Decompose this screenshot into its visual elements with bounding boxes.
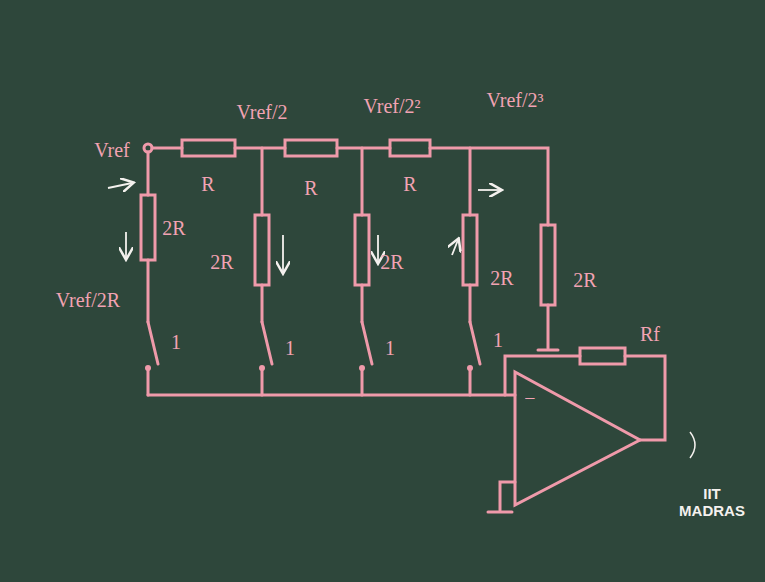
current-label: Vref/2R (56, 289, 120, 311)
ground-wire (488, 482, 515, 512)
resistor-symbol (390, 140, 430, 156)
chalk-mark (690, 432, 695, 458)
wire (361, 148, 364, 395)
resistor-symbol (580, 348, 625, 364)
input-sign: − (524, 387, 535, 409)
node-voltage: Vref/2 (237, 101, 288, 123)
node-voltage: Vref/2³ (487, 89, 544, 111)
resistor-symbol (355, 215, 369, 285)
switch-position: 1 (385, 337, 395, 359)
ground-wire (538, 305, 558, 350)
wire (152, 148, 548, 225)
summing-bus (148, 394, 515, 397)
switch-position: 1 (285, 337, 295, 359)
node-voltage: Vref/2² (364, 95, 421, 117)
resistor-symbol (541, 225, 555, 305)
resistor-value: 2R (210, 251, 233, 273)
resistor-value: R (304, 177, 317, 199)
opamp-symbol (515, 372, 640, 505)
wire (469, 148, 472, 395)
switch-position: 1 (493, 329, 503, 351)
resistor-symbol (463, 215, 477, 285)
switch-blade (148, 322, 480, 364)
watermark: IIT MADRAS (672, 486, 752, 519)
resistor-symbol (141, 195, 155, 260)
resistor-value: R (201, 173, 214, 195)
resistor-value: 2R (162, 217, 185, 239)
resistor-symbol (285, 140, 337, 156)
wire (147, 152, 150, 395)
resistor-symbol (255, 215, 269, 285)
resistor-value: R (403, 173, 416, 195)
wire (261, 148, 264, 395)
terminal-name: Vref (94, 139, 129, 161)
resistor-value: 2R (490, 267, 513, 289)
current-arrow (108, 183, 500, 272)
resistor-symbol (182, 140, 235, 156)
resistor-value: 2R (380, 251, 403, 273)
resistor-value: Rf (640, 323, 660, 345)
switch-position: 1 (171, 331, 181, 353)
feedback-wire (505, 356, 665, 440)
resistor-value: 2R (573, 269, 596, 291)
